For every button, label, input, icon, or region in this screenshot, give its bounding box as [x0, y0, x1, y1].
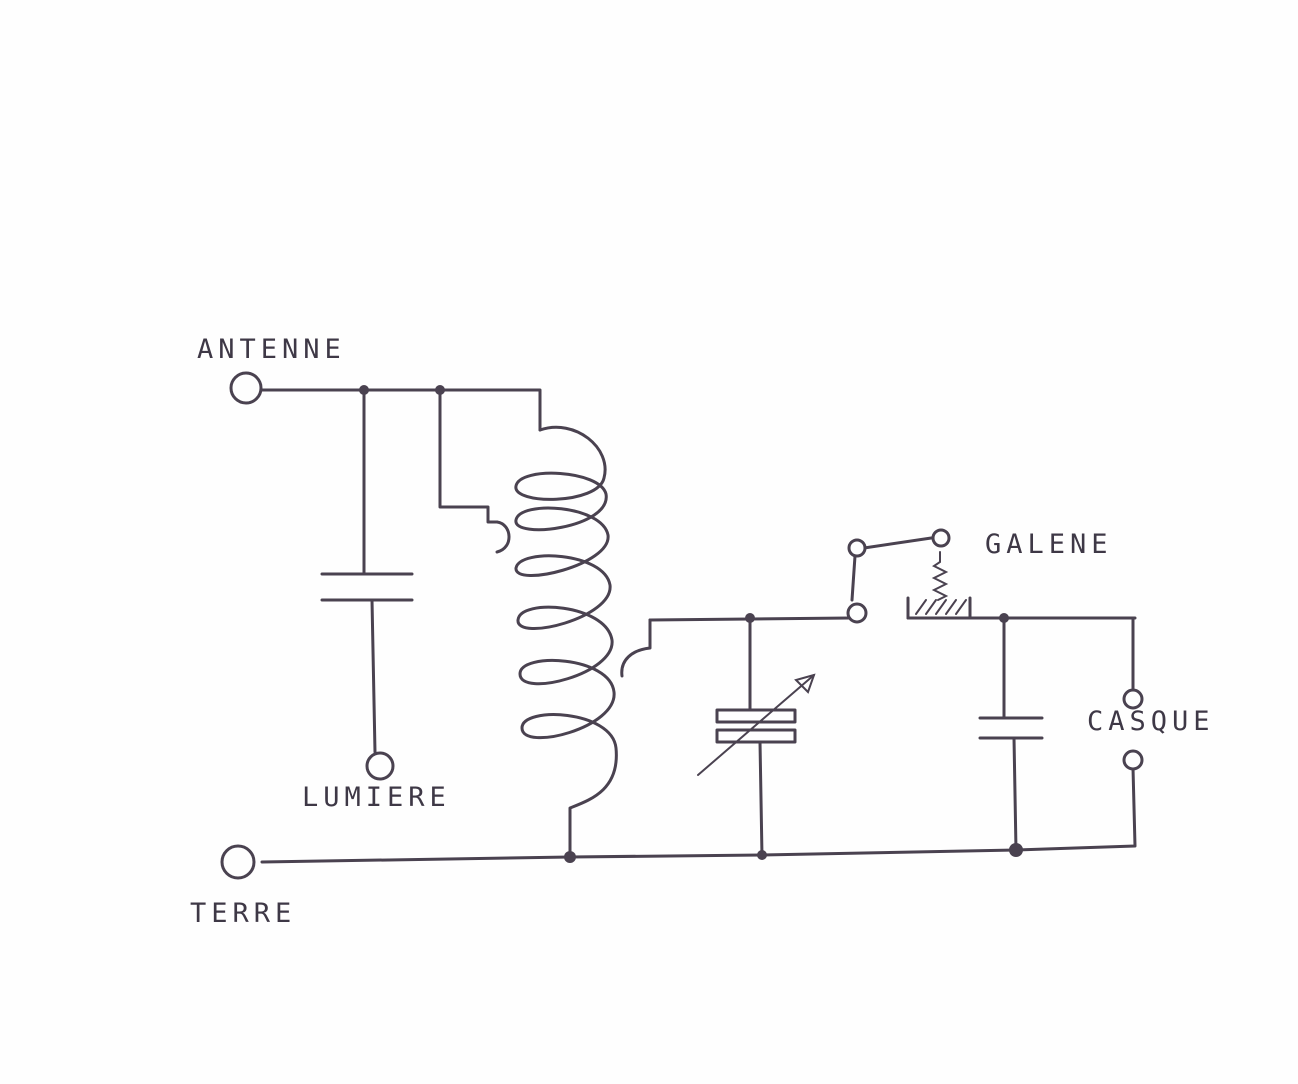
antenna-capacitor-branch [320, 388, 414, 754]
light-terminal [365, 751, 395, 781]
detector-terminal-bottom [846, 602, 868, 624]
ground-terminal [220, 844, 256, 880]
detector-terminal-right [931, 528, 951, 548]
junction-dots [359, 385, 1023, 863]
antenna-label: ANTENNE [197, 334, 346, 365]
headphone-wire-bottom [1014, 766, 1137, 852]
galena-label: GALENE [985, 529, 1113, 560]
coil-tap-upper [495, 520, 511, 554]
antenna-terminal [229, 371, 263, 405]
headphones-label: CASQUE [1087, 706, 1215, 737]
light-label: LUMIERE [302, 782, 451, 813]
headphone-terminal-top [1122, 688, 1144, 710]
bypass-capacitor [978, 616, 1044, 852]
ground-label: TERRE [190, 898, 296, 929]
antenna-wire [260, 388, 542, 524]
variable-capacitor [697, 616, 816, 858]
headphone-terminal-bottom [1122, 749, 1144, 771]
ground-wire [260, 848, 1018, 864]
inductor-coil [514, 425, 618, 858]
coil-tap-lower [620, 618, 652, 678]
galena-detector [850, 535, 1137, 620]
detector-terminal-left [847, 538, 867, 558]
